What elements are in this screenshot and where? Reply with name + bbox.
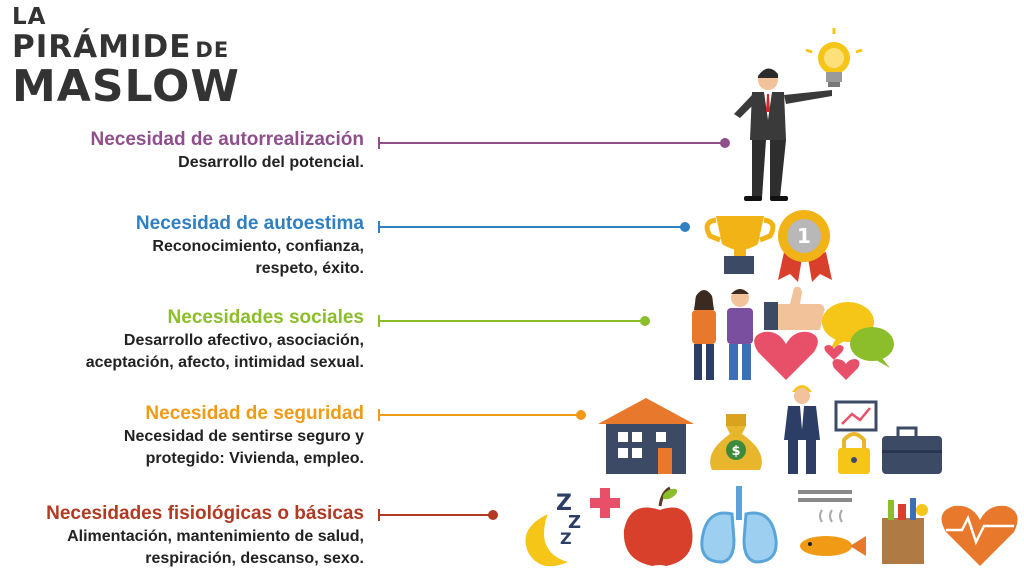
level-heading: Necesidad de seguridad: [145, 403, 364, 424]
level-seguridad: Necesidad de seguridad Necesidad de sent…: [124, 402, 364, 470]
speech-bubbles-icon: [822, 302, 894, 368]
connector-autoestima: [378, 221, 690, 233]
level-description: Necesidad de sentirse seguro y: [123, 428, 364, 445]
medal-icon: 1: [778, 210, 832, 282]
grocery-bag-icon: [882, 498, 928, 564]
lungs-icon: [700, 486, 778, 564]
apple-icon: [623, 486, 693, 566]
briefcase-icon: [882, 426, 942, 474]
chart-icon: [834, 400, 878, 432]
businessman-icon: [734, 68, 832, 201]
svg-text:1: 1: [797, 224, 811, 248]
lightbulb-icon: [805, 28, 863, 87]
level-sociales: Necesidades sociales Desarrollo afectivo…: [86, 306, 364, 374]
heartbeat-icon: [941, 505, 1018, 566]
level-heading: Necesidad de autoestima: [135, 213, 364, 234]
title-word-de: DE: [195, 38, 230, 62]
level-heading: Necesidades sociales: [167, 307, 364, 328]
level-fisiologicas: Necesidades fisiológicas o básicas Alime…: [46, 502, 364, 570]
svg-text:Z: Z: [556, 491, 572, 516]
connector-fisiologicas: [378, 509, 498, 521]
level-description: Desarrollo del potencial.: [178, 154, 364, 171]
svg-text:Z: Z: [568, 512, 581, 533]
house-icon: [598, 398, 694, 474]
medical-cross-icon: [590, 488, 620, 518]
thumbs-up-icon: [764, 286, 825, 330]
connector-seguridad: [378, 409, 586, 421]
padlock-icon: [838, 432, 870, 474]
level-autoestima: Necesidad de autoestima Reconocimiento, …: [136, 212, 364, 280]
svg-text:$: $: [731, 444, 740, 459]
title-word-piramide: PIRÁMIDE: [12, 29, 192, 65]
level-description: Alimentación, mantenimiento de salud,: [67, 528, 364, 545]
level-description: aceptación, afecto, intimidad sexual.: [85, 354, 364, 371]
level-description: Desarrollo afectivo, asociación,: [123, 332, 364, 349]
level-description: protegido: Vivienda, empleo.: [145, 450, 364, 467]
fork-icon: [798, 490, 852, 523]
level-description: respeto, éxito.: [255, 260, 364, 277]
heart-icon: [754, 331, 860, 380]
trophy-icon: [704, 216, 776, 274]
connector-sociales: [378, 315, 650, 327]
sleep-icon: Z Z Z: [525, 491, 581, 567]
money-bag-icon: $: [710, 414, 762, 470]
title-line-1: LA: [12, 4, 47, 30]
worker-icon: [784, 385, 820, 474]
level-description: Reconocimiento, confianza,: [152, 238, 364, 255]
connector-autorrealizacion: [378, 137, 730, 149]
fish-icon: [800, 536, 866, 556]
level-heading: Necesidad de autorrealización: [90, 129, 365, 150]
svg-text:Z: Z: [560, 529, 572, 548]
couple-icon: [692, 289, 753, 380]
level-heading: Necesidades fisiológicas o básicas: [46, 503, 364, 524]
title-line-3: MASLOW: [12, 61, 240, 112]
level-description: respiración, descanso, sexo.: [145, 550, 364, 567]
level-autorrealizacion: Necesidad de autorrealización Desarrollo…: [91, 128, 365, 174]
